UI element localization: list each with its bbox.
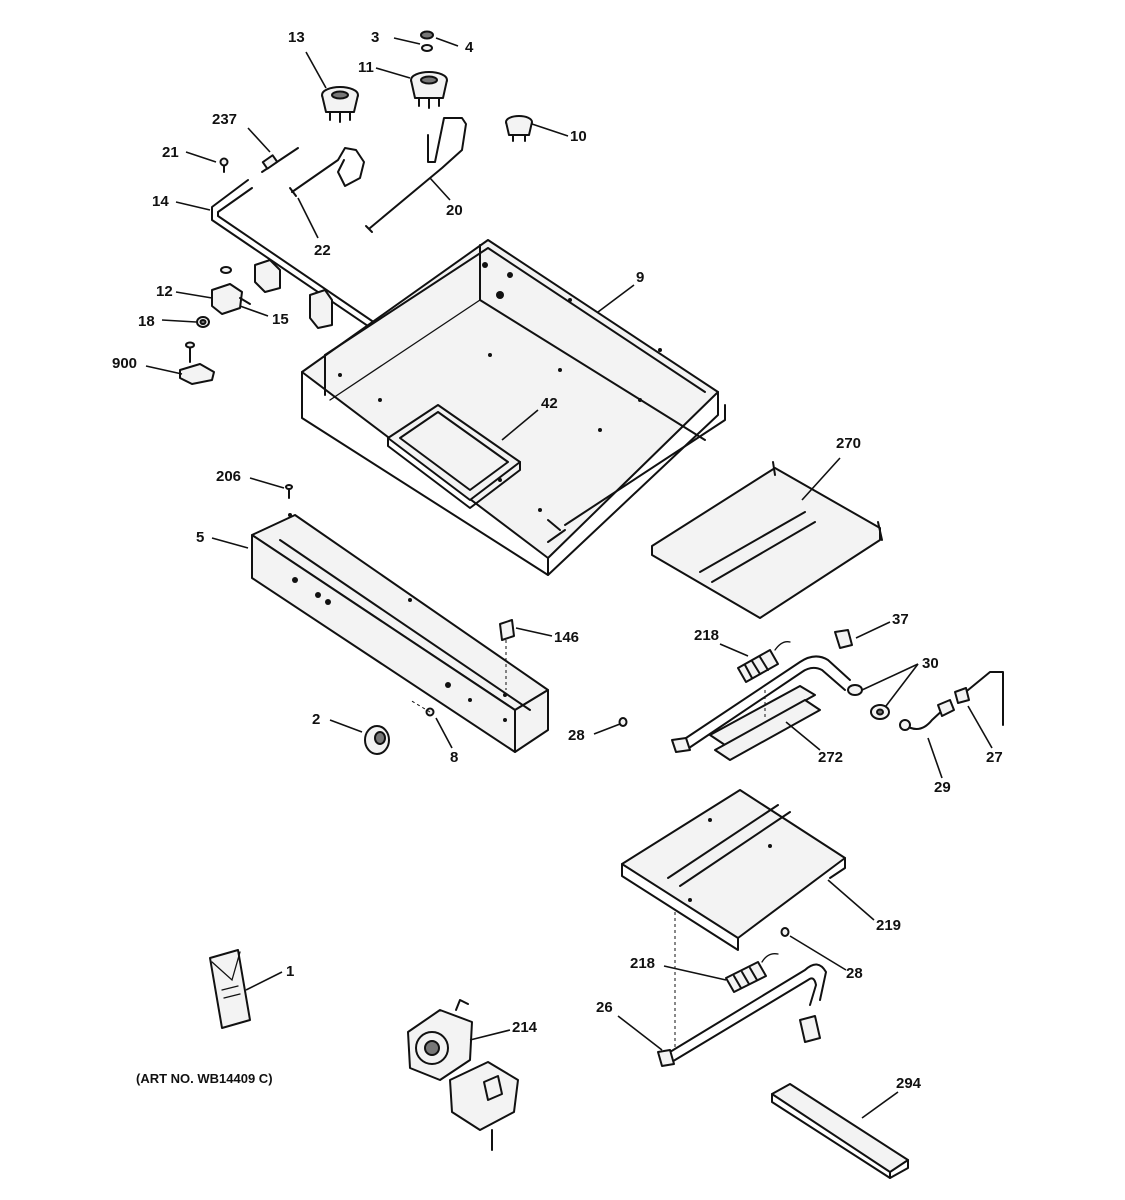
- callout-206: 206: [216, 468, 241, 485]
- callout-13: 13: [288, 29, 305, 46]
- gas-tube-22: [289, 147, 365, 197]
- manifold-panel-5: [251, 513, 549, 753]
- burner-head-10: [505, 115, 533, 142]
- callout-15: 15: [272, 311, 289, 328]
- callout-27: 27: [986, 749, 1003, 766]
- callout-11: 11: [358, 59, 374, 76]
- callout-219: 219: [876, 917, 901, 934]
- callout-1: 1: [286, 963, 294, 980]
- literature-envelope-1: [209, 949, 251, 1029]
- bracket-37: [834, 629, 853, 649]
- callout-9: 9: [636, 269, 644, 286]
- gas-valve-214: [407, 999, 519, 1151]
- broil-burner-26: [657, 963, 827, 1067]
- burner-head-13: [321, 86, 359, 123]
- knob-2: [364, 725, 390, 755]
- clip-146: [499, 619, 515, 690]
- screw-28-upper: [618, 717, 628, 727]
- screw-8: [409, 699, 435, 717]
- callout-900: 900: [112, 355, 137, 372]
- callout-4: 4: [465, 39, 474, 56]
- callout-22: 22: [314, 242, 331, 259]
- callout-8: 8: [450, 749, 458, 766]
- callout-5: 5: [196, 529, 204, 546]
- gas-tube-20: [365, 117, 467, 233]
- callout-146: 146: [554, 629, 579, 646]
- nut-18: [196, 316, 210, 328]
- callout-18: 18: [138, 313, 155, 330]
- callout-26: 26: [596, 999, 613, 1016]
- callout-10: 10: [570, 128, 587, 145]
- screw-28-lower: [780, 927, 790, 937]
- igniter-218-lower: [725, 953, 779, 993]
- callout-28-upper: 28: [568, 727, 585, 744]
- orifice-237: [261, 147, 299, 173]
- callout-labels: 13 3 4 11 10 237 21 14 22 20 9 12 18 15 …: [112, 29, 1003, 1092]
- callout-272: 272: [818, 749, 843, 766]
- callout-42: 42: [541, 395, 558, 412]
- screw-206: [285, 484, 293, 499]
- flame-spreader-272: [709, 685, 821, 761]
- art-number: (ART NO. WB14409 C): [136, 1071, 273, 1086]
- broil-shield-219: [621, 789, 846, 1050]
- air-shutter-30: [847, 684, 890, 720]
- tray-294: [771, 1083, 909, 1179]
- inner-panel-42: [387, 404, 521, 509]
- callout-29: 29: [934, 779, 951, 796]
- igniter-218-upper: [737, 641, 791, 683]
- callout-218-upper: 218: [694, 627, 719, 644]
- callout-214: 214: [512, 1019, 538, 1036]
- screw-21: [219, 157, 229, 173]
- callout-218-lower: 218: [630, 955, 655, 972]
- elbow-29: [899, 699, 955, 731]
- heat-shield-270: [651, 461, 883, 619]
- gas-pipe-27: [954, 671, 1004, 726]
- callout-20: 20: [446, 202, 463, 219]
- bake-burner-tube: [671, 655, 851, 753]
- callout-270: 270: [836, 435, 861, 452]
- callout-2: 2: [312, 711, 320, 728]
- callout-37: 37: [892, 611, 909, 628]
- burner-box-9: [301, 239, 726, 576]
- callout-237: 237: [212, 111, 237, 128]
- callout-12: 12: [156, 283, 173, 300]
- bracket-900: [179, 341, 215, 385]
- callout-21: 21: [162, 144, 179, 161]
- callout-294: 294: [896, 1075, 922, 1092]
- callout-3: 3: [371, 29, 379, 46]
- burner-cap-3-4: [420, 30, 434, 52]
- valve-12-15: [211, 266, 251, 315]
- callout-30: 30: [922, 655, 939, 672]
- callout-14: 14: [152, 193, 169, 210]
- leader-lines: [145, 37, 993, 1119]
- burner-head-11: [410, 71, 448, 109]
- callout-28-lower: 28: [846, 965, 863, 982]
